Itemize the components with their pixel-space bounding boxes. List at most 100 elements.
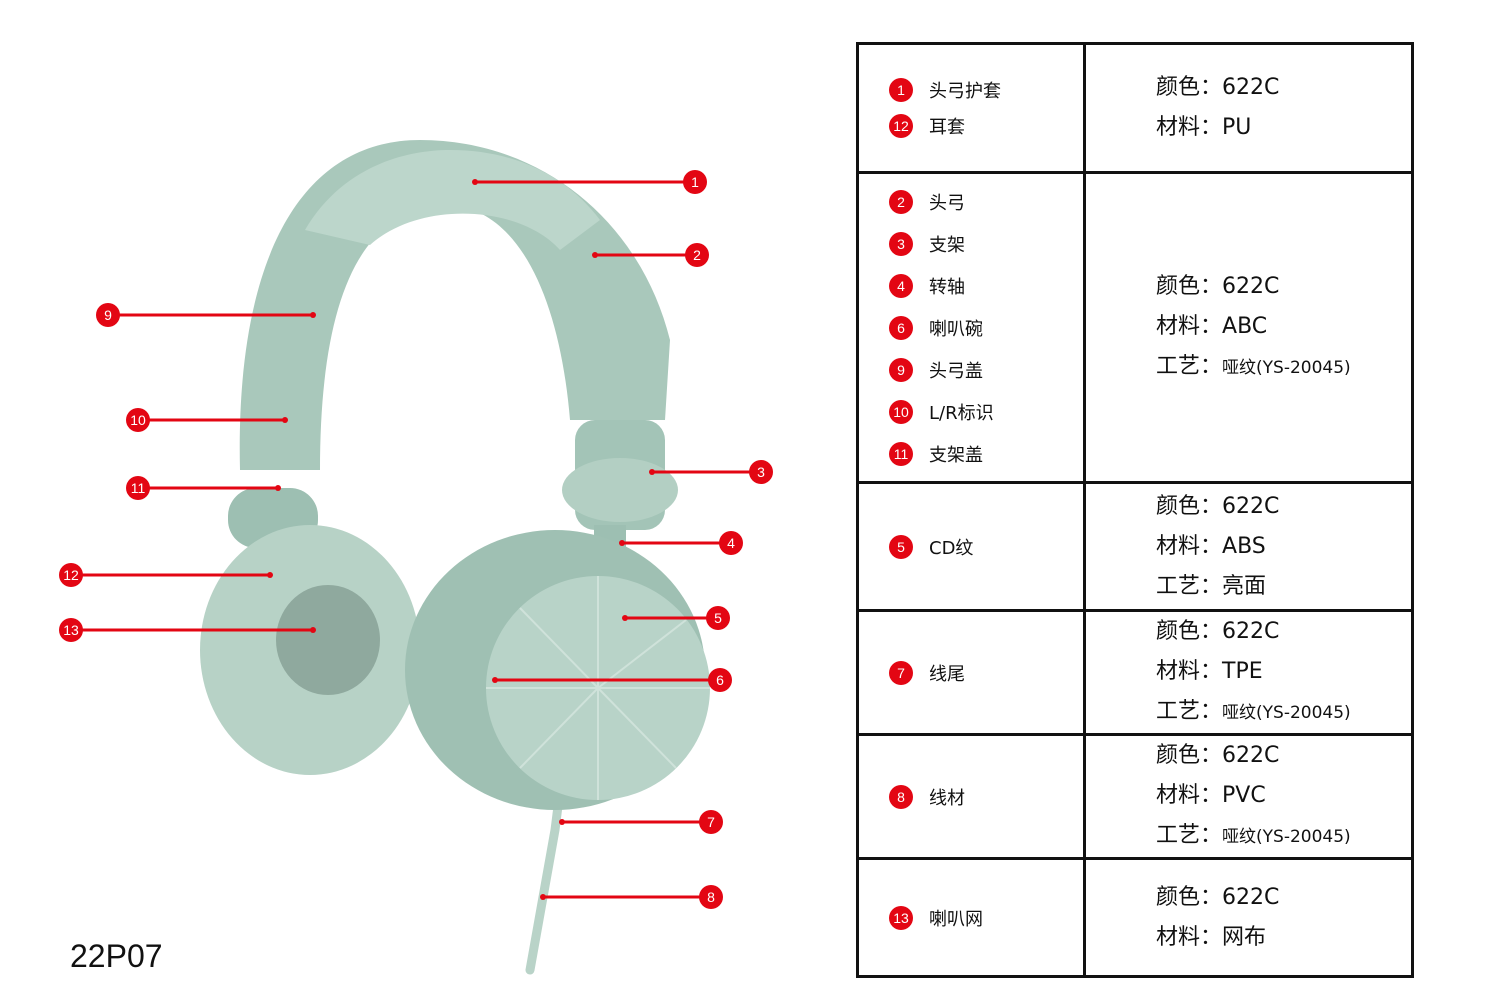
part-number-badge: 3 <box>889 231 913 256</box>
parts-cell: 13 喇叭网 <box>856 857 1086 978</box>
spec-value: 哑纹(YS-20045) <box>1222 827 1351 847</box>
part-number-badge: 13 <box>889 905 913 930</box>
callout-6: 6 <box>492 668 732 692</box>
part-name: 头弓 <box>929 192 965 214</box>
callout-badge <box>719 531 743 555</box>
spec-line: 材料：ABS <box>1156 527 1411 567</box>
callout-5: 5 <box>622 606 730 630</box>
part-item: 3 支架 <box>889 231 1083 257</box>
callout-number: 13 <box>63 622 79 638</box>
part-number-badge: 6 <box>889 315 913 340</box>
callout-badge <box>59 618 83 642</box>
part-name: 线尾 <box>929 663 965 685</box>
part-name: CD纹 <box>929 537 974 559</box>
spec-label: 材料： <box>1156 783 1223 808</box>
part-number-badge: 10 <box>889 399 913 424</box>
spec-label: 工艺： <box>1156 699 1223 724</box>
callout-badge <box>749 460 773 484</box>
spec-value: 哑纹(YS-20045) <box>1222 703 1351 723</box>
spec-line: 材料：TPE <box>1156 652 1411 692</box>
spec-value: 网布 <box>1222 924 1267 950</box>
spec-line: 工艺：哑纹(YS-20045) <box>1156 692 1411 733</box>
part-number-badge: 11 <box>889 441 913 466</box>
callout-badge <box>96 303 120 327</box>
spec-value: 622C <box>1222 274 1280 299</box>
spec-line: 工艺：哑纹(YS-20045) <box>1156 347 1411 388</box>
callout-anchor-dot <box>592 252 598 258</box>
callout-badge <box>685 243 709 267</box>
callout-anchor-dot <box>649 469 655 475</box>
spec-label: 材料： <box>1156 115 1223 140</box>
spec-label: 颜色： <box>1156 743 1223 768</box>
spec-label: 颜色： <box>1156 75 1223 100</box>
callout-13: 13 <box>59 618 316 642</box>
spec-value: 622C <box>1222 493 1280 519</box>
callout-badge <box>126 476 150 500</box>
spec-label: 工艺： <box>1156 354 1223 379</box>
spec-label: 工艺： <box>1156 573 1223 599</box>
spec-line: 工艺：亮面 <box>1156 567 1411 607</box>
callout-number: 11 <box>131 480 146 496</box>
callout-anchor-dot <box>472 179 478 185</box>
callout-8: 8 <box>540 885 723 909</box>
part-number-badge: 4 <box>889 273 913 298</box>
spec-line: 材料：PU <box>1156 108 1411 148</box>
spec-value: 622C <box>1222 884 1280 910</box>
spec-value: PU <box>1222 115 1252 140</box>
spec-line: 颜色：622C <box>1156 487 1411 527</box>
spec-line: 颜色：622C <box>1156 612 1411 652</box>
callout-badge <box>126 408 150 432</box>
callout-number: 2 <box>693 247 701 263</box>
part-item: 13 喇叭网 <box>889 905 1083 931</box>
part-item: 11 支架盖 <box>889 441 1083 467</box>
callout-badge <box>699 885 723 909</box>
callout-9: 9 <box>96 303 316 327</box>
spec-label: 材料： <box>1156 533 1223 559</box>
callout-number: 10 <box>130 412 146 428</box>
part-name: 喇叭网 <box>929 908 983 930</box>
spec-line: 颜色：622C <box>1156 68 1411 108</box>
callout-anchor-dot <box>540 894 546 900</box>
part-name: 耳套 <box>929 117 965 138</box>
callout-number: 4 <box>727 535 735 551</box>
part-number-badge: 8 <box>889 784 913 809</box>
callout-number: 7 <box>707 814 715 830</box>
spec-value: ABS <box>1222 533 1266 559</box>
spec-value: 622C <box>1222 743 1280 768</box>
callout-number: 3 <box>757 464 765 480</box>
callout-number: 12 <box>63 567 79 583</box>
callout-badge <box>59 563 83 587</box>
callout-anchor-dot <box>282 417 288 423</box>
part-name: 支架 <box>929 234 965 256</box>
spec-value: 亮面 <box>1222 573 1267 599</box>
callout-4: 4 <box>619 531 743 555</box>
callout-anchor-dot <box>275 485 281 491</box>
callout-1: 1 <box>472 170 707 194</box>
spec-label: 材料： <box>1156 314 1223 339</box>
part-number-badge: 5 <box>889 534 913 559</box>
spec-label: 颜色： <box>1156 274 1223 299</box>
callout-anchor-dot <box>310 312 316 318</box>
part-name: 支架盖 <box>929 444 983 466</box>
callout-2: 2 <box>592 243 709 267</box>
spec-value: 622C <box>1222 75 1280 100</box>
spec-line: 材料：网布 <box>1156 918 1411 958</box>
spec-value: TPE <box>1222 659 1263 684</box>
callout-badge <box>699 810 723 834</box>
